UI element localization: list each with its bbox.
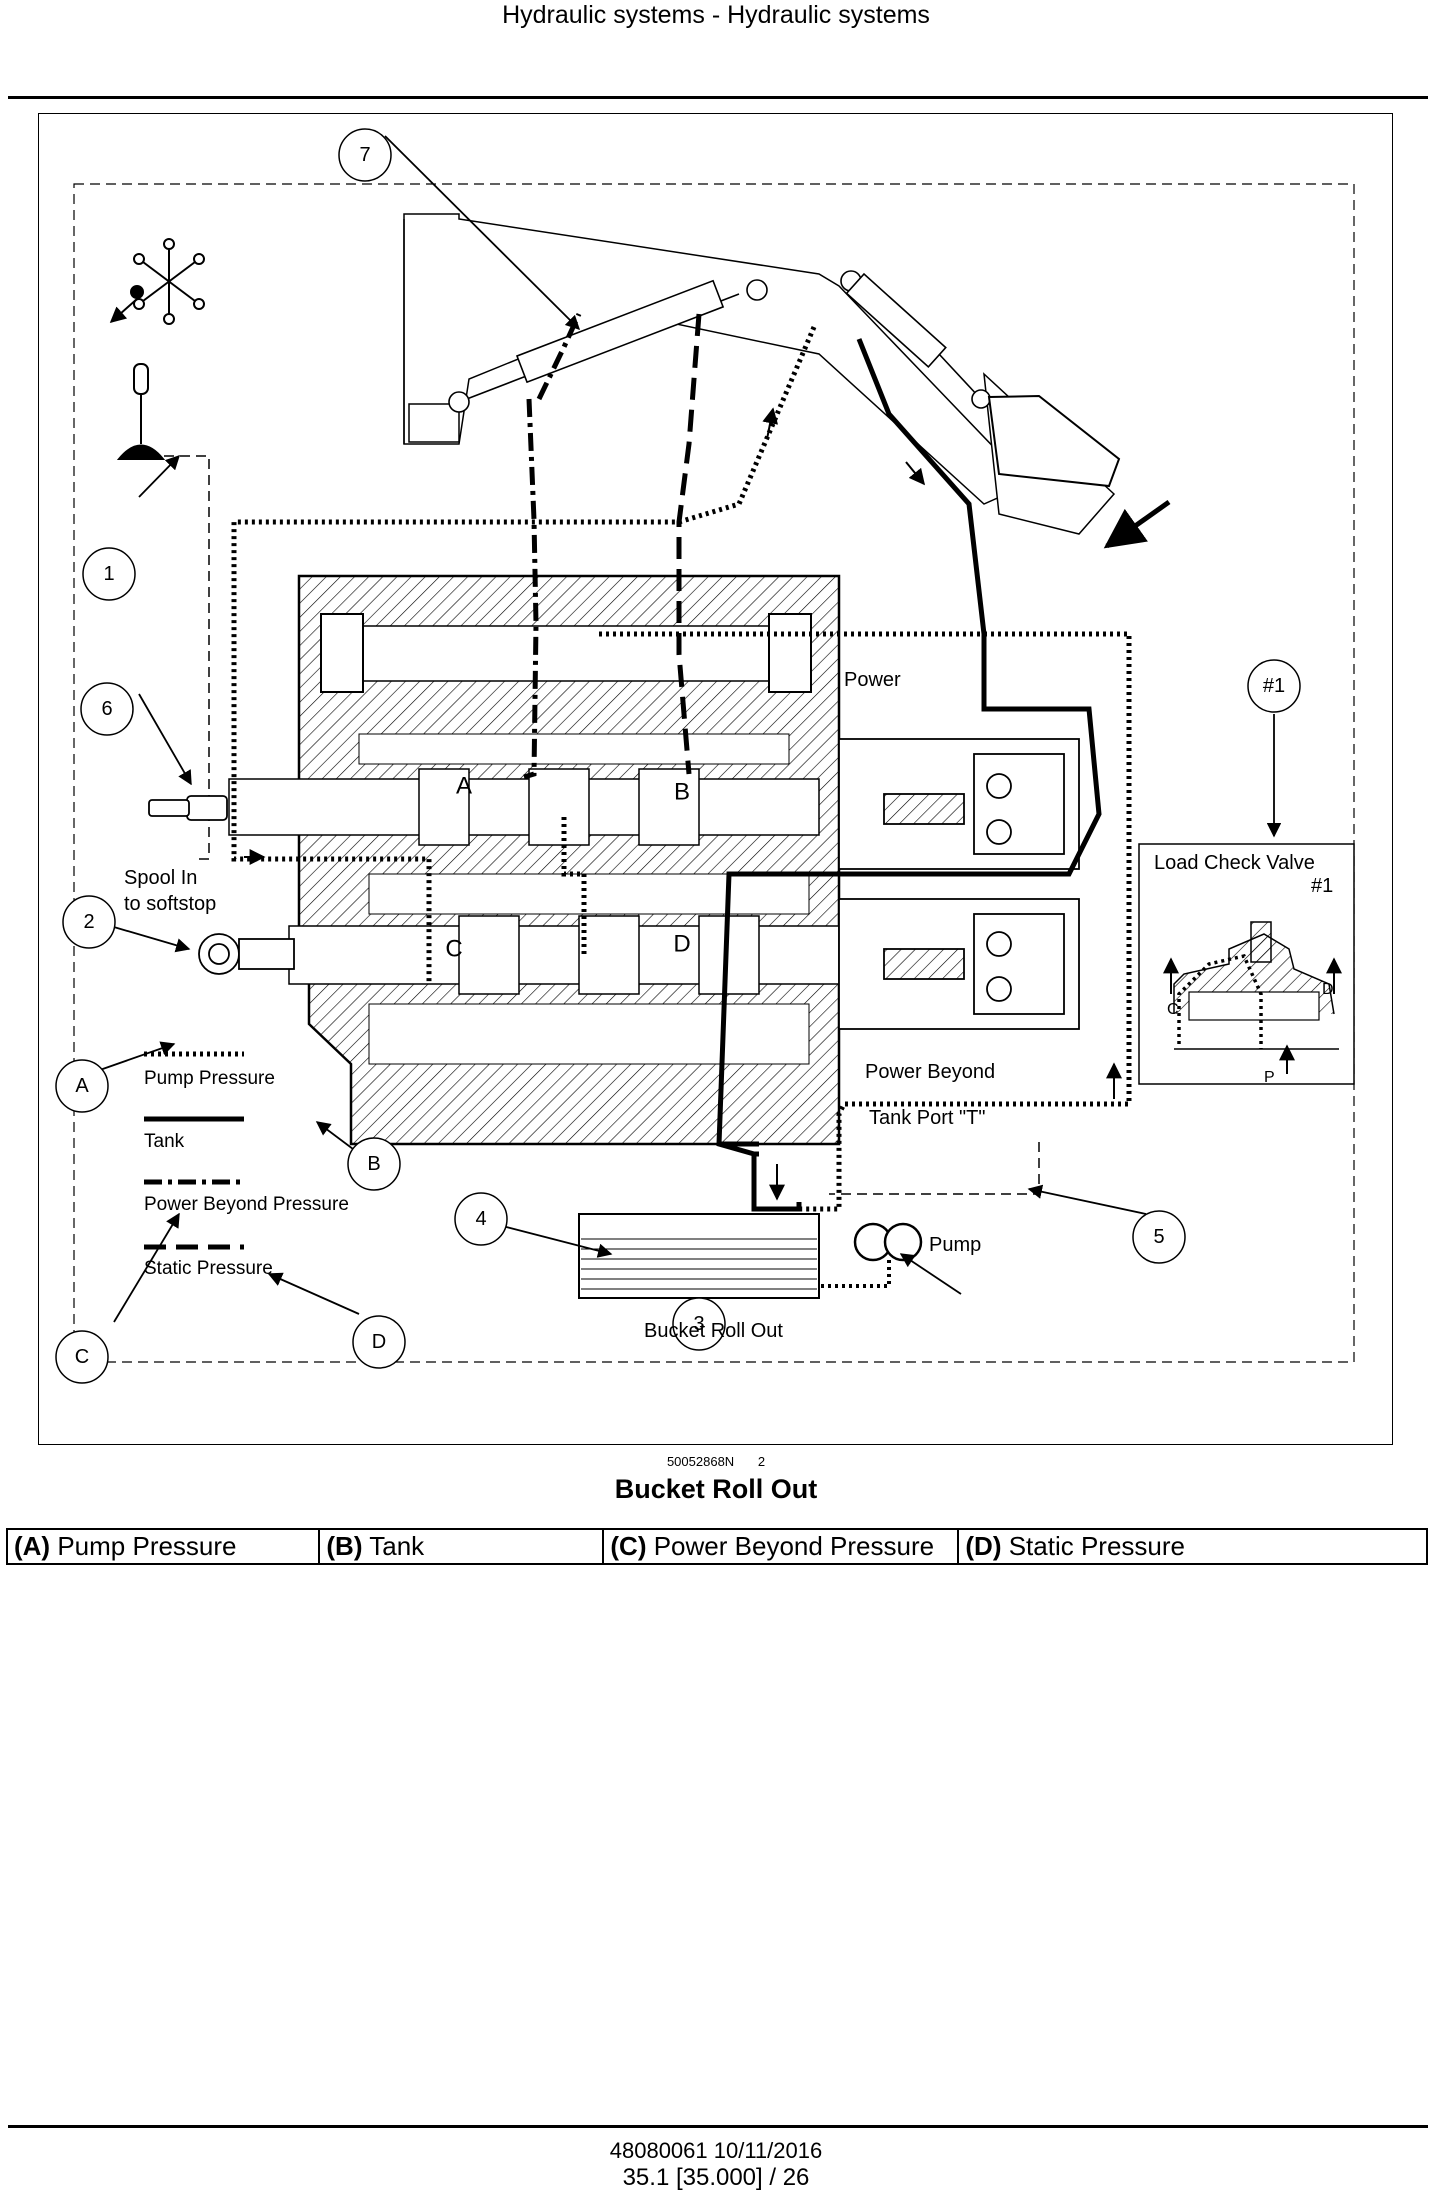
hydraulic-lines bbox=[231, 312, 1132, 1212]
spool-bottom bbox=[198, 933, 295, 975]
legend-table: (A) Pump Pressure (B) Tank (C) Power Bey… bbox=[5, 1528, 1428, 1565]
legend-static-pressure: Static Pressure bbox=[144, 1258, 273, 1279]
callout-d: D bbox=[372, 1331, 386, 1353]
hydraulic-diagram: 7 1 2 3 4 5 6 #1 A B C D A B C D Spool I… bbox=[38, 113, 1393, 1445]
label-spool-in-line2-text: to softstop bbox=[124, 893, 216, 915]
label-power: Power bbox=[844, 669, 901, 691]
legend-cell-a: (A) Pump Pressure bbox=[5, 1528, 321, 1565]
reservoir bbox=[578, 1213, 820, 1299]
figure-number: 2 bbox=[757, 1454, 766, 1469]
leader-lines bbox=[96, 135, 1282, 1323]
bucket-direction-arrow bbox=[1103, 499, 1171, 549]
label-load-check-number: #1 bbox=[1311, 875, 1333, 897]
inset-label-p: P bbox=[1264, 1069, 1275, 1086]
bucket-cylinder bbox=[840, 270, 991, 409]
figure-caption: Bucket Roll Out bbox=[614, 1474, 818, 1504]
figure-id-line: 50052868N 2 bbox=[0, 1454, 1432, 1469]
label-bucket-roll-out: Bucket Roll Out bbox=[644, 1320, 783, 1342]
joystick-indicator-icon bbox=[109, 238, 205, 325]
callout-1: 1 bbox=[103, 563, 114, 585]
legend-tank: Tank bbox=[144, 1131, 185, 1152]
legend-pump-pressure: Pump Pressure bbox=[144, 1068, 275, 1089]
spring-housing-top bbox=[838, 738, 1080, 870]
legend-cell-b: (B) Tank bbox=[318, 1528, 605, 1565]
label-tank-port: Tank Port "T" bbox=[869, 1107, 985, 1129]
inset-label-c: C bbox=[1167, 1001, 1179, 1018]
pump-icon bbox=[853, 1222, 923, 1262]
figure-id: 50052868N bbox=[666, 1454, 735, 1469]
callout-b: B bbox=[367, 1153, 380, 1175]
legend-power-beyond-pressure: Power Beyond Pressure bbox=[144, 1194, 349, 1215]
callout-3: 3 bbox=[693, 1313, 704, 1335]
footer-page: 35.1 [35.000] / 26 bbox=[622, 2164, 810, 2191]
label-load-check-valve: Load Check Valve bbox=[1154, 852, 1315, 874]
callout-a: A bbox=[75, 1075, 89, 1097]
legend-samples bbox=[144, 1051, 244, 1250]
spool-label-a: A bbox=[456, 773, 472, 800]
footer-rule bbox=[8, 2125, 1428, 2128]
inset-label-d: D bbox=[1322, 981, 1334, 998]
callout-7: 7 bbox=[359, 144, 370, 166]
label-spool-in-line1: Spool In bbox=[124, 867, 197, 889]
legend-cell-c: (C) Power Beyond Pressure bbox=[602, 1528, 960, 1565]
page-header-title: Hydraulic systems - Hydraulic systems bbox=[502, 1, 930, 29]
legend-cell-d: (D) Static Pressure bbox=[957, 1528, 1428, 1565]
label-pump: Pump bbox=[929, 1234, 981, 1256]
callout-4: 4 bbox=[475, 1208, 486, 1230]
label-spool-in: Spool In bbox=[124, 867, 197, 889]
boom-cylinder bbox=[448, 279, 768, 413]
callout-5: 5 bbox=[1153, 1226, 1164, 1248]
control-valve-body bbox=[228, 574, 841, 1146]
callout-6: 6 bbox=[101, 698, 112, 720]
bucket-icon bbox=[987, 394, 1121, 488]
spool-label-d: D bbox=[673, 931, 690, 958]
diagram-svg: 7 1 2 3 4 5 6 #1 A B C D A B C D Spool I… bbox=[55, 128, 1355, 1384]
spool-label-b: B bbox=[674, 779, 690, 806]
inner-border bbox=[73, 183, 1355, 1363]
header-rule bbox=[8, 96, 1428, 99]
callout-c: C bbox=[75, 1346, 89, 1368]
spool-top bbox=[148, 795, 228, 821]
footer-doc: 48080061 10/11/2016 bbox=[609, 2138, 823, 2163]
callout-2: 2 bbox=[83, 911, 94, 933]
label-power-beyond: Power Beyond bbox=[865, 1061, 995, 1083]
spool-label-c: C bbox=[445, 936, 462, 963]
load-check-inset bbox=[1138, 843, 1355, 1085]
joystick-lever-icon bbox=[116, 363, 166, 460]
callout-hash-1: #1 bbox=[1263, 675, 1285, 697]
spring-housing-bottom bbox=[838, 898, 1080, 1030]
